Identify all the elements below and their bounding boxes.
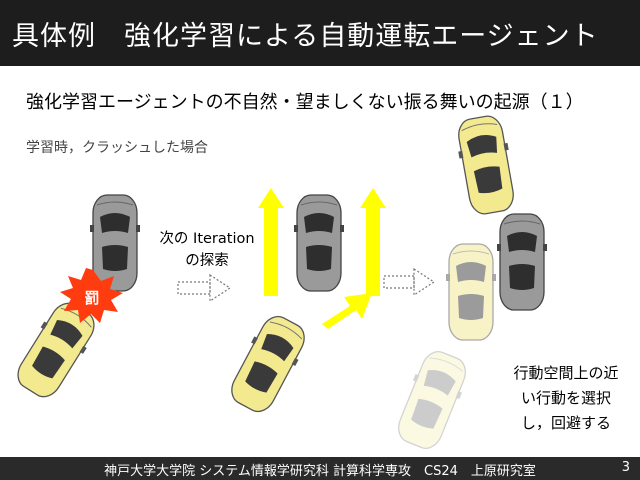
avoidance-label: 行動空間上の近 い行動を選択 し，回避する	[502, 361, 630, 436]
agent-car-ghost	[390, 345, 474, 455]
slide-subtitle: 強化学習エージェントの不自然・望ましくない振る舞いの起源（１）	[26, 92, 584, 113]
next-iteration-label-line: 次の Iteration	[159, 231, 255, 247]
forward-arrow-icon	[258, 188, 284, 296]
agent-car-avoiding	[452, 112, 520, 218]
page-number: 3	[621, 460, 630, 475]
diagonal-arrow-icon	[322, 293, 372, 329]
slide-title: 具体例 強化学習による自動運転エージェント	[12, 21, 599, 52]
agent-car-exploring	[222, 309, 314, 419]
scene-illustration: 罰	[8, 112, 548, 455]
next-iteration-label-line: の探索	[185, 253, 229, 269]
footer-text: 神戸大学大学院 システム情報学研究科 計算科学専攻 CS24 上原研究室	[104, 464, 536, 479]
agent-car-ghost	[445, 243, 497, 341]
obstacle-car-right	[496, 213, 548, 311]
dotted-arrow-icon	[177, 273, 232, 303]
avoidance-label-line: し，回避する	[520, 414, 611, 432]
avoidance-label-line: 行動空間上の近	[513, 364, 619, 382]
avoidance-label-line: い行動を選択	[520, 389, 611, 407]
forward-arrow-icon	[360, 188, 386, 296]
footer-bar: 神戸大学大学院 システム情報学研究科 計算科学専攻 CS24 上原研究室 3	[0, 457, 640, 480]
obstacle-car-middle	[293, 194, 345, 292]
scenario-caption: 学習時，クラッシュした場合	[26, 140, 208, 156]
penalty-burst-icon	[60, 268, 123, 323]
next-iteration-label: 次の Iteration の探索	[142, 228, 272, 272]
title-bar: 具体例 強化学習による自動運転エージェント	[0, 0, 640, 66]
dotted-arrow-icon	[383, 267, 436, 297]
penalty-label: 罰	[84, 289, 99, 307]
